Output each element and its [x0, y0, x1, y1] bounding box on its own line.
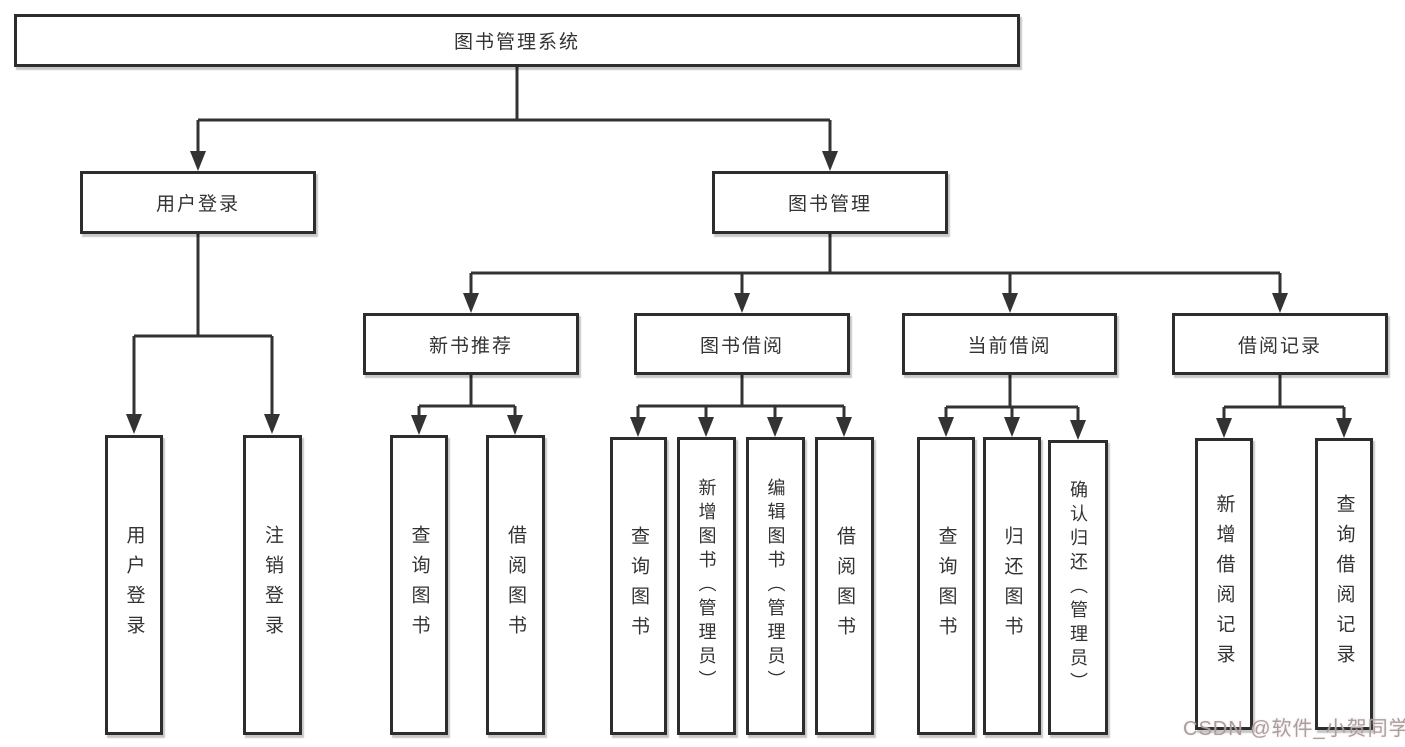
- leaf-current-return-books: 归还图书: [983, 437, 1041, 735]
- leaf-current-query-books: 查询图书: [917, 437, 975, 735]
- leaf-user-login: 用户登录: [105, 435, 163, 735]
- watermark: CSDN @软件_小贺同学: [1183, 718, 1405, 740]
- node-book-management-system: 图书管理系统: [14, 14, 1020, 67]
- leaf-logout: 注销登录: [243, 435, 302, 735]
- leaf-current-confirm-return-admin: 确认归还（管理员）: [1048, 440, 1108, 735]
- leaf-borrow-borrow-books: 借阅图书: [815, 437, 874, 735]
- leaf-newrec-borrow-books: 借阅图书: [486, 435, 545, 735]
- leaf-records-add-record: 新增借阅记录: [1195, 438, 1253, 730]
- leaf-newrec-query-books: 查询图书: [390, 435, 448, 735]
- leaf-borrow-add-books-admin: 新增图书（管理员）: [677, 437, 736, 735]
- node-new-book-recommend: 新书推荐: [363, 313, 579, 375]
- leaf-borrow-query-books: 查询图书: [610, 437, 667, 735]
- node-user-login: 用户登录: [80, 171, 316, 234]
- leaf-borrow-edit-books-admin: 编辑图书（管理员）: [746, 437, 805, 735]
- node-borrow-records: 借阅记录: [1172, 313, 1388, 375]
- node-book-borrow: 图书借阅: [634, 313, 850, 375]
- leaf-records-query-record: 查询借阅记录: [1315, 438, 1373, 730]
- node-book-management: 图书管理: [712, 171, 948, 234]
- node-current-borrow: 当前借阅: [902, 313, 1117, 375]
